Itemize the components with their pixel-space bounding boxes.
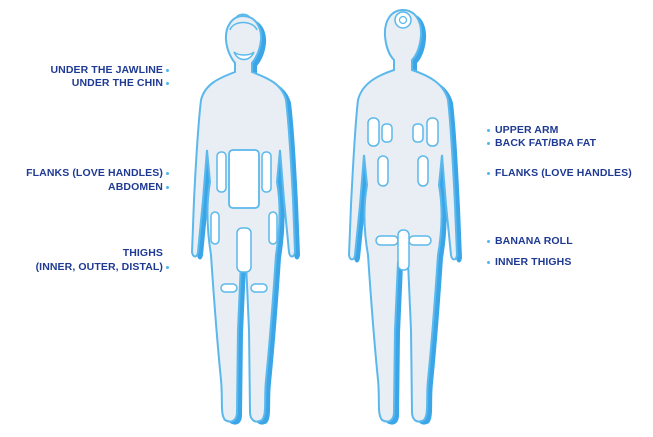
back-right-flank-zone: [418, 156, 428, 186]
back-body-silhouette: [349, 10, 457, 422]
bullet-inner-thighs: [487, 261, 490, 264]
back-left-banana-roll-zone: [376, 236, 398, 245]
label-abdomen: ABDOMEN: [108, 181, 163, 194]
back-inner-thigh-zone: [398, 230, 409, 270]
back-hair-bun: [395, 12, 411, 28]
back-right-upper-arm-zone: [427, 118, 438, 146]
bullet-abdomen: [166, 186, 169, 189]
bullet-jawline: [166, 69, 169, 72]
label-under-chin: UNDER THE CHIN: [72, 77, 163, 90]
back-right-bra-fat-zone: [413, 124, 423, 142]
front-body-silhouette: [192, 16, 295, 422]
label-front-flanks: FLANKS (LOVE HANDLES): [26, 167, 163, 180]
back-left-bra-fat-zone: [382, 124, 392, 142]
bullet-back-fat: [487, 142, 490, 145]
back-right-banana-roll-zone: [409, 236, 431, 245]
front-right-flank-zone: [262, 152, 271, 192]
bullet-thighs: [166, 266, 169, 269]
back-left-flank-zone: [378, 156, 388, 186]
bullet-chin: [166, 82, 169, 85]
label-back-flanks: FLANKS (LOVE HANDLES): [495, 167, 632, 180]
bullet-front-flanks: [166, 172, 169, 175]
bullet-back-flanks: [487, 172, 490, 175]
front-abdomen-zone: [229, 150, 259, 208]
back-body-figure: [349, 10, 462, 425]
label-banana-roll: BANANA ROLL: [495, 235, 573, 248]
front-right-distal-thigh-zone: [251, 284, 267, 292]
label-under-jawline: UNDER THE JAWLINE: [50, 64, 163, 77]
label-back-fat: BACK FAT/BRA FAT: [495, 137, 596, 150]
front-right-outer-thigh-zone: [269, 212, 277, 244]
front-body-figure: [192, 14, 300, 424]
front-left-flank-zone: [217, 152, 226, 192]
bullet-upper-arm: [487, 129, 490, 132]
label-thighs-detail: (INNER, OUTER, DISTAL): [36, 261, 163, 274]
label-thighs: THIGHS: [123, 247, 163, 260]
back-left-upper-arm-zone: [368, 118, 379, 146]
label-inner-thighs: INNER THIGHS: [495, 256, 571, 269]
front-inner-thigh-zone: [237, 228, 251, 272]
bullet-banana-roll: [487, 240, 490, 243]
front-left-outer-thigh-zone: [211, 212, 219, 244]
front-left-distal-thigh-zone: [221, 284, 237, 292]
label-upper-arm: UPPER ARM: [495, 124, 559, 137]
